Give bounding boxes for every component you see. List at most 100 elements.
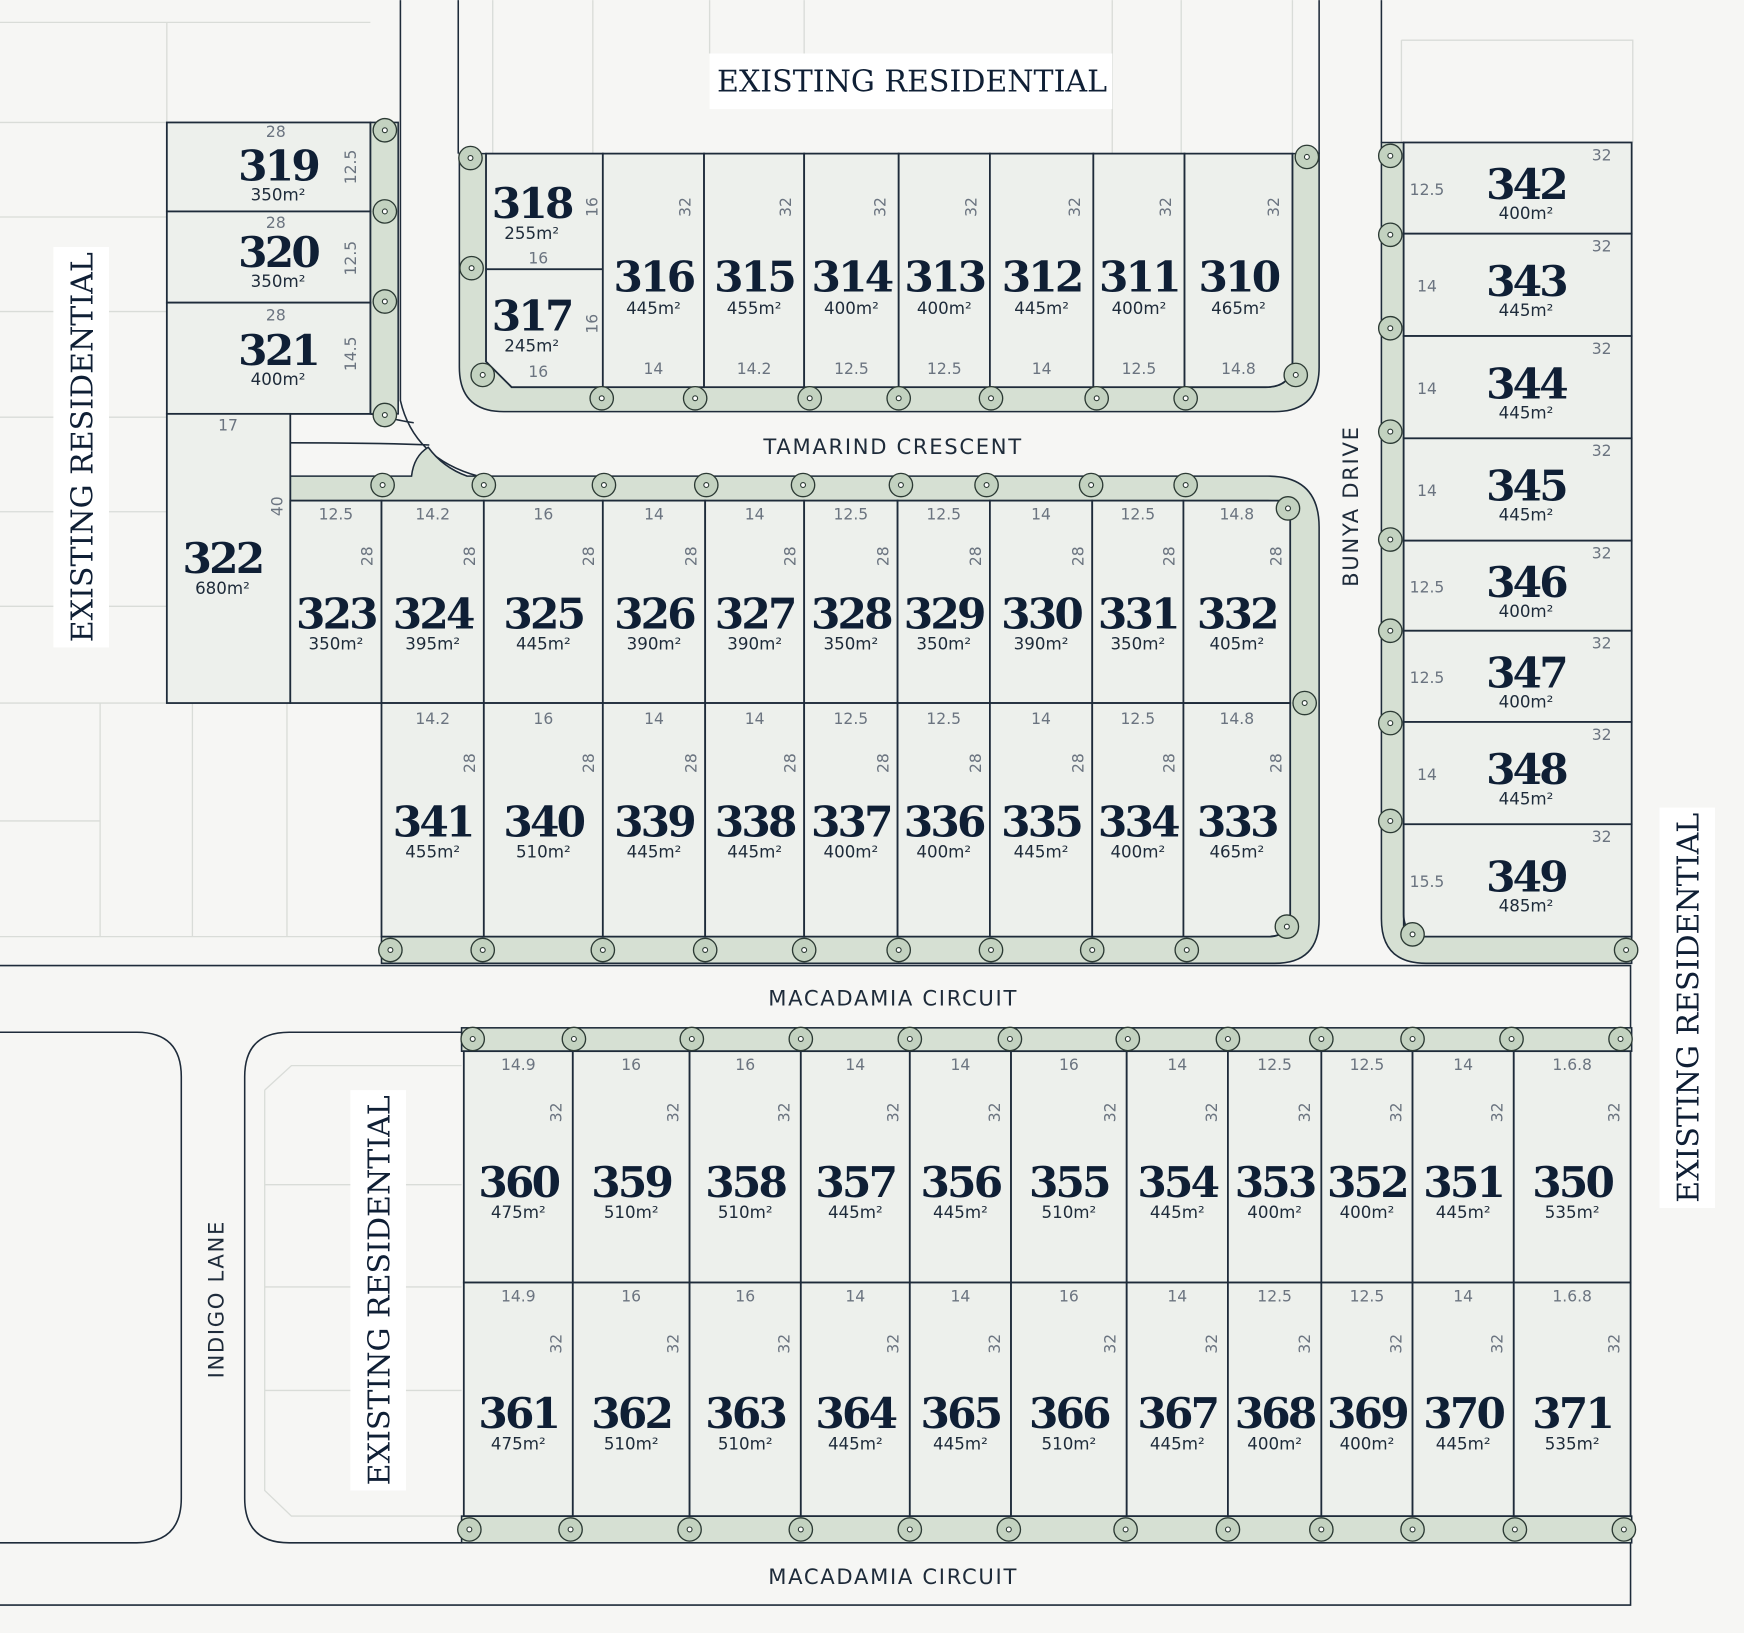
- lot-boundary[interactable]: [165, 121, 372, 213]
- lot-boundary[interactable]: [704, 499, 806, 704]
- lot-boundary[interactable]: [704, 702, 806, 938]
- lot-boundary[interactable]: [688, 1050, 802, 1284]
- lot-boundary[interactable]: [1402, 629, 1633, 723]
- lot-boundary[interactable]: [1411, 1050, 1515, 1284]
- lot-boundary[interactable]: [1402, 721, 1633, 826]
- lot-boundary[interactable]: [462, 1050, 574, 1284]
- lot-boundary[interactable]: [485, 152, 604, 271]
- lot-boundary[interactable]: [571, 1281, 691, 1517]
- lot-boundary[interactable]: [1512, 1050, 1632, 1284]
- lot-boundary[interactable]: [462, 1281, 574, 1517]
- lot-boundary[interactable]: [989, 702, 1094, 938]
- lot-boundary[interactable]: [908, 1281, 1012, 1517]
- lot-boundary[interactable]: [601, 152, 705, 389]
- lot-boundary[interactable]: [1402, 437, 1633, 542]
- lot-boundary[interactable]: [908, 1050, 1012, 1284]
- lot-boundary[interactable]: [803, 702, 899, 938]
- lot-boundary[interactable]: [380, 702, 485, 938]
- lot-boundary[interactable]: [1125, 1281, 1229, 1517]
- lot-boundary[interactable]: [1402, 141, 1633, 235]
- lot-boundary[interactable]: [485, 268, 604, 389]
- lot-boundary[interactable]: [688, 1281, 802, 1517]
- lot-boundary[interactable]: [703, 152, 806, 389]
- lot-boundary[interactable]: [1227, 1050, 1323, 1284]
- lot-boundary[interactable]: [482, 499, 604, 704]
- lot-boundary[interactable]: [289, 499, 383, 704]
- lot-boundary[interactable]: [1010, 1050, 1128, 1284]
- lot-boundary[interactable]: [1512, 1281, 1632, 1517]
- lot-boundary[interactable]: [1182, 499, 1292, 704]
- lot-boundary[interactable]: [601, 702, 707, 938]
- lot-boundary[interactable]: [1402, 232, 1633, 337]
- lot-boundary[interactable]: [165, 412, 292, 704]
- lot-boundary[interactable]: [571, 1050, 691, 1284]
- lot-boundary[interactable]: [1091, 499, 1185, 704]
- lot-boundary[interactable]: [1320, 1050, 1414, 1284]
- lot-boundary[interactable]: [1010, 1281, 1128, 1517]
- lot-boundary[interactable]: [601, 499, 707, 704]
- lot-boundary[interactable]: [1227, 1281, 1323, 1517]
- lot-boundary[interactable]: [896, 702, 991, 938]
